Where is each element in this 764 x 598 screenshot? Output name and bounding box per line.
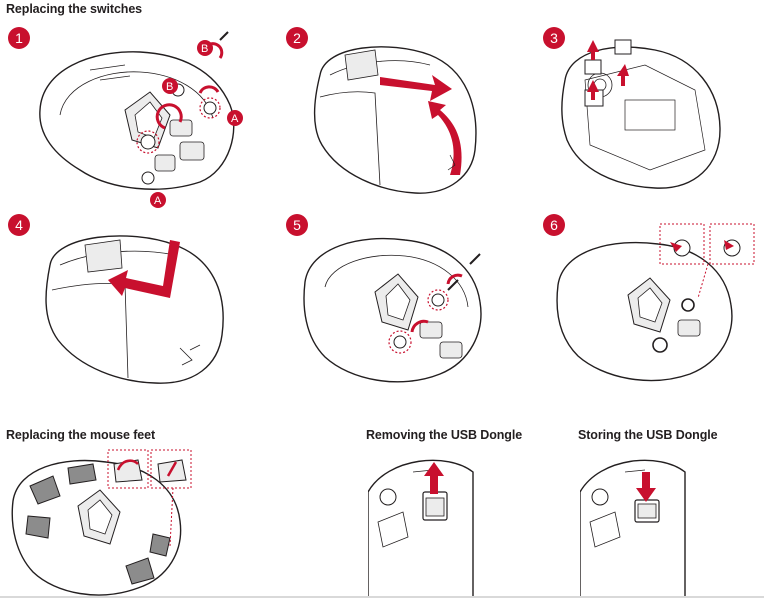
screw-hole (431, 293, 445, 307)
switch-cover (652, 337, 668, 353)
mouse-top-outline (45, 235, 224, 384)
mouse-feet-illustration (8, 446, 198, 596)
step-badge-2: 2 (286, 27, 308, 49)
lift-arrow (380, 75, 452, 101)
lift-arrow (428, 101, 462, 175)
remove-arrow (587, 40, 599, 60)
press-arrow (108, 240, 180, 298)
detail-inset (659, 223, 705, 265)
remove-arrow (617, 64, 629, 86)
step-5-illustration (290, 222, 510, 392)
heading-storing-usb-dongle: Storing the USB Dongle (578, 428, 718, 442)
rotate-arrow (198, 85, 220, 94)
heading-removing-usb-dongle: Removing the USB Dongle (366, 428, 523, 442)
mouse-partial-outline (580, 459, 686, 597)
detail-inset (107, 449, 149, 489)
step-1-illustration: B B A A (30, 30, 260, 210)
step-2-illustration (300, 35, 490, 200)
screw-hole (140, 134, 156, 150)
step-badge-5: 5 (286, 214, 308, 236)
store-dongle-illustration (580, 452, 690, 597)
step-4-illustration (30, 220, 240, 390)
pull-up-arrow (424, 462, 444, 494)
callout-a (227, 110, 243, 126)
svg-text:A: A (231, 113, 239, 125)
mouse-foot (29, 475, 61, 505)
switch-cover (681, 298, 695, 312)
remove-arrow (587, 80, 599, 100)
mouse-foot (25, 515, 51, 539)
rotate-arrow (155, 103, 183, 130)
callout-b (197, 40, 213, 56)
rotate-arrow (410, 319, 429, 333)
step-badge-3: 3 (543, 27, 565, 49)
step-badge-4: 4 (8, 214, 30, 236)
step-6-illustration (548, 220, 763, 390)
switch (584, 59, 602, 75)
rotate-arrow (446, 273, 463, 285)
step-3-illustration (555, 30, 735, 200)
screw-hole (393, 335, 407, 349)
step-badge-1: 1 (8, 27, 30, 49)
detail-inset (709, 223, 755, 265)
mouse-foot (149, 533, 171, 557)
detail-inset (150, 449, 192, 489)
mouse-foot (67, 463, 97, 485)
svg-text:B: B (201, 43, 208, 55)
push-down-arrow (636, 472, 656, 502)
switch (614, 39, 632, 55)
step-badge-6: 6 (543, 214, 565, 236)
screw-hole (203, 101, 217, 115)
screw-hole (141, 171, 155, 185)
svg-text:A: A (154, 195, 162, 207)
callout-b (162, 78, 178, 94)
mouse-foot (125, 557, 155, 585)
mouse-partial-outline (368, 459, 474, 597)
page-bottom-rule (0, 596, 764, 598)
heading-replacing-mouse-feet: Replacing the mouse feet (6, 428, 156, 442)
callout-a (150, 192, 166, 208)
heading-replacing-switches: Replacing the switches (6, 2, 143, 16)
remove-dongle-illustration (368, 452, 478, 597)
svg-text:B: B (166, 81, 173, 93)
